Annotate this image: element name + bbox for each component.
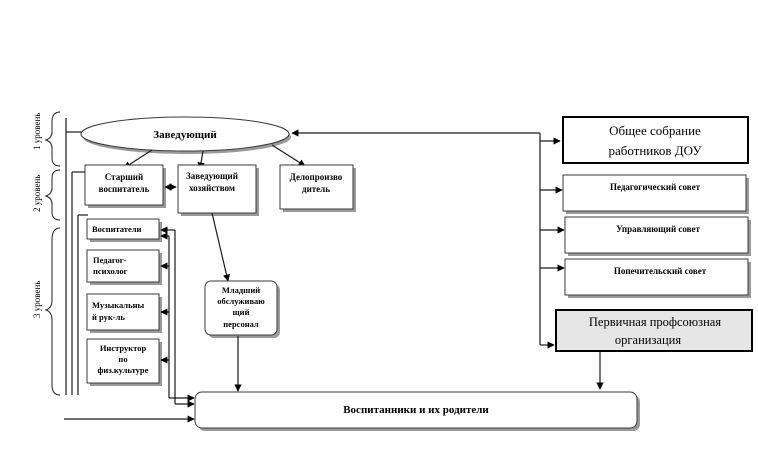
right-bus-lines: [291, 129, 604, 390]
junior-staff-line-4: персонал: [223, 319, 259, 329]
trade-union-box: Первичная профсоюзная организация: [555, 309, 753, 352]
clerk-line-1: Делопроизво: [290, 172, 343, 182]
pe-instructor-line-2: по: [118, 354, 127, 364]
level-1-bracket: 1 уровень: [32, 111, 61, 167]
clerk-box: Делопроизво дитель: [279, 164, 356, 212]
senior-educator-line-1: Старший: [105, 172, 143, 182]
junior-staff-box: Младший обслуживаю щий персонал: [204, 280, 280, 338]
pupils-parents-box: Воспитанники и их родители: [194, 391, 640, 431]
music-director-line-2: й рук-ль: [92, 312, 125, 322]
pedagogical-council-label: Педагогический совет: [610, 182, 701, 192]
pe-instructor-line-1: Инструктор: [100, 343, 147, 353]
music-director-line-1: Музыкальны: [92, 300, 144, 310]
head-node: Заведующий: [80, 116, 291, 154]
general-meeting-box: Общее собрание работников ДОУ: [562, 116, 749, 164]
trade-union-line-1: Первичная профсоюзная: [589, 315, 721, 329]
supply-manager-line-1: Заведующий: [186, 171, 238, 181]
level-1-label: 1 уровень: [32, 113, 42, 150]
managing-council-box: Управляющий совет: [564, 216, 751, 256]
pedagogical-council-box: Педагогический совет: [562, 174, 749, 214]
general-meeting-line-2: работников ДОУ: [608, 143, 702, 158]
psychologist-line-1: Педагог-: [93, 255, 127, 265]
level-3-label: 3 уровень: [32, 281, 42, 318]
psychologist-line-2: психолог: [93, 266, 128, 276]
junior-staff-line-2: обслуживаю: [217, 296, 265, 306]
junior-staff-line-1: Младший: [222, 285, 260, 295]
general-meeting-line-1: Общее собрание: [609, 123, 701, 138]
educators-line-1: Воспитатели: [92, 224, 142, 234]
pe-instructor-box: Инструктор по физ.культуре: [86, 338, 162, 386]
psychologist-box: Педагог- психолог: [86, 249, 162, 285]
left-connector-lines: [64, 118, 195, 423]
trustees-council-label: Попечительский совет: [614, 266, 707, 276]
level-3-bracket: 3 уровень: [32, 227, 61, 396]
clerk-line-2: дитель: [302, 184, 330, 194]
junior-staff-line-3: щий: [233, 307, 250, 317]
trustees-council-box: Попечительский совет: [564, 258, 751, 298]
senior-educator-line-2: воспитатель: [99, 184, 150, 194]
level3-feed-lines: [160, 226, 195, 408]
supply-to-junior-arrow: [211, 212, 231, 282]
head-label: Заведующий: [153, 129, 217, 141]
educators-box: Воспитатели: [86, 218, 162, 242]
pupils-parents-label: Воспитанники и их родители: [343, 404, 489, 416]
supply-manager-line-2: хозяйством: [189, 183, 235, 193]
trade-union-line-2: организация: [615, 333, 681, 347]
supply-manager-box: Заведующий хозяйством: [177, 164, 259, 216]
managing-council-label: Управляющий совет: [616, 224, 700, 234]
music-director-box: Музыкальны й рук-ль: [86, 293, 162, 333]
senior-educator-box: Старший воспитатель: [84, 164, 166, 208]
pe-instructor-line-3: физ.культуре: [98, 365, 149, 375]
level-2-label: 2 уровень: [32, 175, 42, 212]
level-2-bracket: 2 уровень: [32, 169, 61, 221]
